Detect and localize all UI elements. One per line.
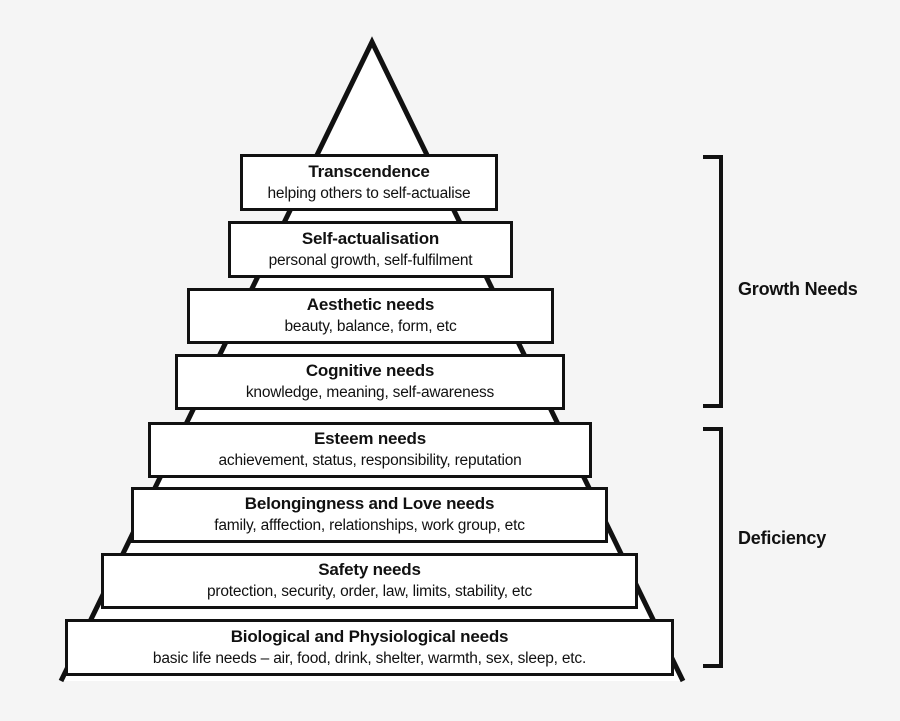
pyramid-level-biological-physiological-needs: Biological and Physiological needs basic… xyxy=(65,619,674,676)
pyramid-level-transcendence: Transcendence helping others to self-act… xyxy=(240,154,498,211)
level-description: helping others to self-actualise xyxy=(267,184,471,202)
level-description: basic life needs – air, food, drink, she… xyxy=(152,649,587,667)
level-title: Transcendence xyxy=(308,161,430,181)
level-description: beauty, balance, form, etc xyxy=(284,318,457,335)
level-description: family, afffection, relationships, work … xyxy=(214,517,525,534)
deficiency-label: Deficiency xyxy=(738,528,827,548)
level-title: Safety needs xyxy=(318,560,421,580)
growth-needs-bracket xyxy=(703,155,723,408)
level-description: personal growth, self-fulfilment xyxy=(268,251,473,269)
growth-needs-label: Growth Needs xyxy=(738,279,858,299)
level-title: Cognitive needs xyxy=(305,361,435,381)
level-title: Aesthetic needs xyxy=(306,295,435,315)
level-description: achievement, status, responsibility, rep… xyxy=(218,452,522,469)
pyramid-level-cognitive-needs: Cognitive needs knowledge, meaning, self… xyxy=(175,354,565,410)
pyramid-level-safety-needs: Safety needs protection, security, order… xyxy=(101,553,638,609)
pyramid-level-esteem-needs: Esteem needs achievement, status, respon… xyxy=(148,422,592,478)
deficiency-bracket xyxy=(703,427,723,668)
level-title: Esteem needs xyxy=(314,429,426,449)
level-description: knowledge, meaning, self-awareness xyxy=(245,384,495,401)
level-title: Biological and Physiological needs xyxy=(230,626,509,646)
pyramid-level-belongingness-love-needs: Belongingness and Love needs family, aff… xyxy=(131,487,608,543)
level-title: Belongingness and Love needs xyxy=(244,494,495,514)
pyramid-level-self-actualisation: Self-actualisation personal growth, self… xyxy=(228,221,513,278)
pyramid-level-aesthetic-needs: Aesthetic needs beauty, balance, form, e… xyxy=(187,288,554,344)
level-description: protection, security, order, law, limits… xyxy=(206,583,533,600)
level-title: Self-actualisation xyxy=(301,228,440,248)
